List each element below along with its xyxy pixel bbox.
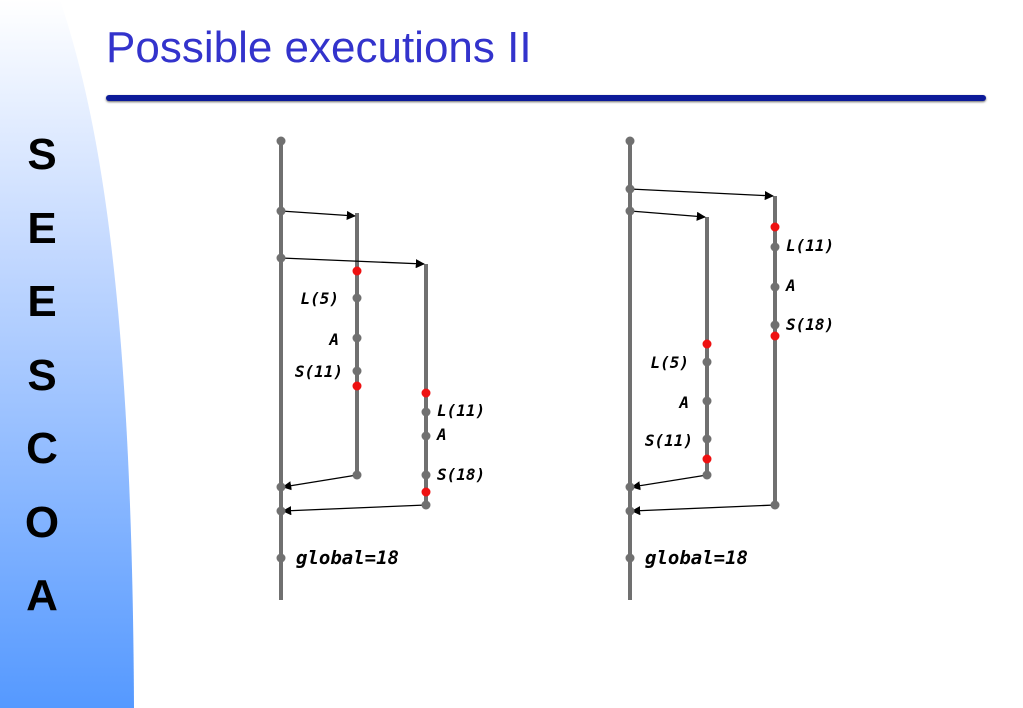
event-dot [625,136,635,146]
event-dot [625,506,635,516]
label-lock: L(11) [786,236,834,255]
execution-diagram-2: L(11) A S(18) L(5) A S(11) global=18 [625,136,834,600]
logo-letter: E [27,277,57,326]
fork-arrow-thread-1 [280,210,356,220]
event-dot [352,293,362,303]
event-dot [702,357,712,367]
event-dot [276,553,286,563]
label-store: S(11) [645,431,693,450]
fork-arrow-thread-2 [280,257,425,269]
logo-letter: O [24,497,60,547]
title-underline [106,95,986,101]
event-dot [770,320,780,330]
event-dot [421,500,431,510]
logo-letter: S [27,350,57,400]
label-add: A [678,393,689,412]
result-label: global=18 [645,547,748,569]
event-dot [421,431,431,441]
fork-arrow-thread-1 [629,210,706,221]
label-store: S(18) [786,315,834,334]
event-dot [276,506,286,516]
label-add: A [785,276,796,295]
event-dot [352,366,362,376]
event-dot [276,136,286,146]
event-dot [770,282,780,292]
event-dot [625,206,635,216]
event-dot [421,407,431,417]
event-dot [625,553,635,563]
event-dot [770,500,780,510]
execution-diagram-1: L(5) A S(11) L(11) A S(18) global=18 [276,136,485,600]
join-arrow-thread-1 [282,474,358,491]
event-dot [276,253,286,263]
slide-title: Possible executions II [106,23,532,72]
event-dot [352,333,362,343]
label-lock: L(5) [650,353,689,372]
logo-letter: E [27,203,57,253]
critical-section-dot [702,454,712,464]
join-arrow-thread-1 [631,474,708,491]
join-arrow-thread-2 [631,504,776,516]
logo-letter: A [26,571,58,620]
label-add: A [328,330,339,349]
seescoa-logo: S E E S C O A [14,118,70,633]
critical-section-dot [770,222,780,232]
label-store: S(11) [295,362,343,381]
logo-letter: S [27,130,57,179]
label-lock: L(11) [437,401,485,420]
event-dot [421,470,431,480]
label-add: A [436,425,447,444]
critical-section-dot [770,331,780,341]
result-label: global=18 [296,547,399,569]
event-dot [625,184,635,194]
logo-letter: C [26,424,58,473]
event-dot [276,482,286,492]
critical-section-dot [702,339,712,349]
event-dot [770,242,780,252]
sidebar-gradient-band [0,0,134,708]
event-dot [276,206,286,216]
label-lock: L(5) [300,289,339,308]
event-dot [702,396,712,406]
label-store: S(18) [437,465,485,484]
critical-section-dot [352,266,362,276]
fork-arrow-thread-2 [629,188,774,201]
join-arrow-thread-2 [282,504,427,516]
critical-section-dot [421,388,431,398]
event-dot [702,470,712,480]
event-dot [625,482,635,492]
event-dot [702,434,712,444]
event-dot [352,470,362,480]
critical-section-dot [352,381,362,391]
critical-section-dot [421,487,431,497]
